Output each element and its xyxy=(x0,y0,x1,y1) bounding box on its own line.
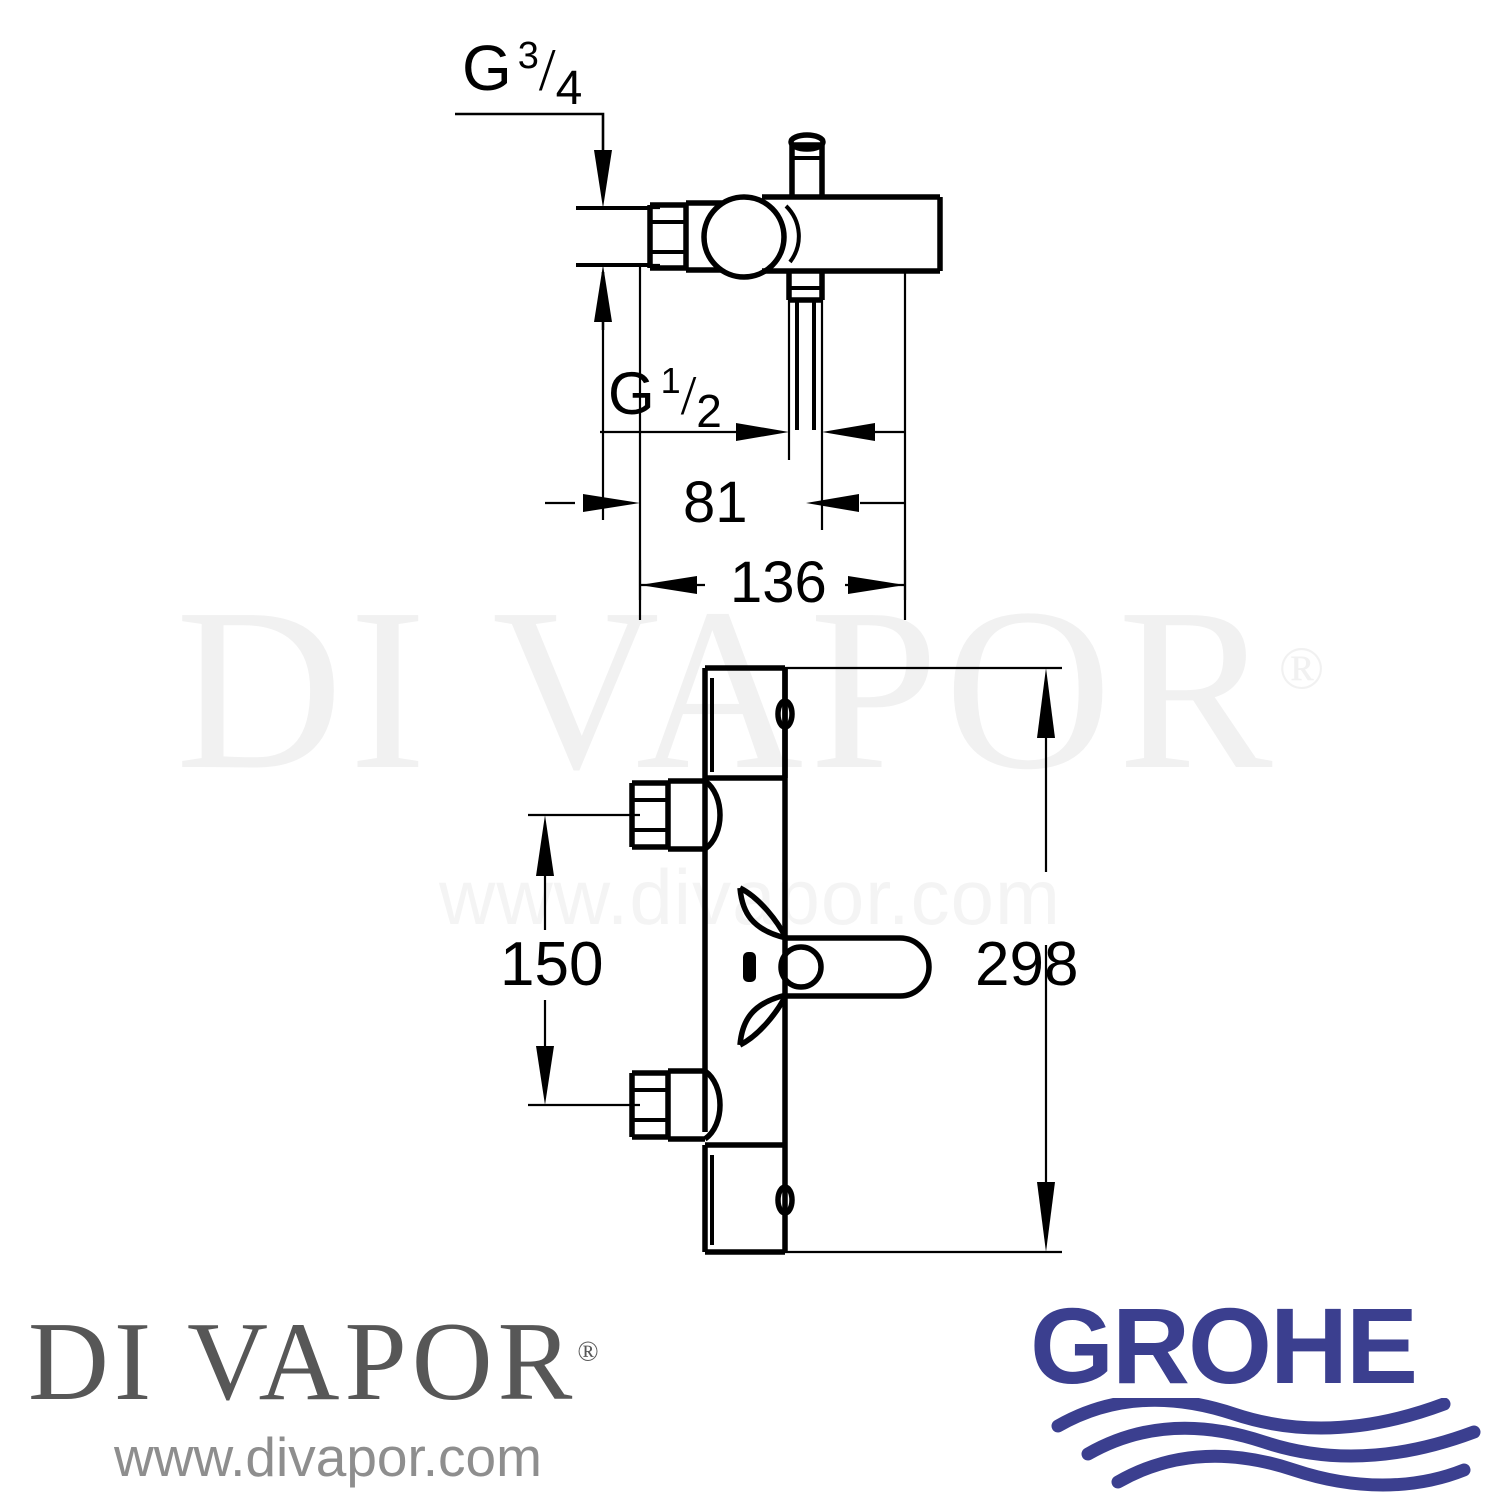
divapor-wordmark: DI VAPOR® xyxy=(28,1306,768,1418)
dim-g34-slash-icon: / xyxy=(538,37,556,103)
dim-label-150: 150 xyxy=(500,930,604,999)
dim-136-line xyxy=(638,560,907,620)
valve-body-circle xyxy=(701,194,787,280)
valve-body-arc xyxy=(784,204,801,264)
watermark-brand: DI VAPOR® xyxy=(0,574,1500,806)
diverter-knob-top xyxy=(788,132,826,196)
g34-lower-arrow xyxy=(594,265,612,330)
lower-cap-block xyxy=(702,1142,795,1255)
grohe-logo: GROHE xyxy=(1030,1292,1500,1492)
dim-label-298: 298 xyxy=(975,930,1079,999)
dim-g12-denominator: 2 xyxy=(696,385,722,437)
dim-g34-prefix: G xyxy=(462,32,512,104)
top-view-group xyxy=(455,112,943,620)
upper-cap-block xyxy=(702,665,795,778)
g34-leader xyxy=(455,112,612,208)
dim-150-line xyxy=(536,815,554,1105)
valve-collar-top xyxy=(686,200,722,273)
dim-g12-slash-icon: / xyxy=(680,365,697,427)
hex-nut-lower xyxy=(629,1068,723,1142)
dim-g34-numerator: 3 xyxy=(517,34,539,77)
front-view-group xyxy=(528,665,1062,1255)
grohe-waves-icon xyxy=(1051,1398,1481,1492)
divapor-registered-icon: ® xyxy=(577,1336,599,1368)
dim-g12-prefix: G xyxy=(608,360,655,427)
watermark-brand-text: DI VAPOR xyxy=(175,561,1279,818)
hex-nut-top-view xyxy=(647,202,689,271)
lever-handle xyxy=(737,885,932,1048)
dim-label-81: 81 xyxy=(683,470,748,535)
dim-298-line xyxy=(1037,668,1055,1252)
hex-nut-upper xyxy=(629,778,723,852)
outlet-stem-top-view xyxy=(786,271,825,430)
dim-g34-denominator: 4 xyxy=(555,61,583,115)
g12-dimension-line xyxy=(600,423,905,441)
dim-g12-numerator: 1 xyxy=(660,360,681,401)
grohe-wordmark: GROHE xyxy=(1030,1285,1418,1406)
dim-label-136: 136 xyxy=(730,550,827,615)
divapor-url-text: www.divapor.com xyxy=(114,1426,542,1488)
watermark-registered-icon: ® xyxy=(1278,635,1325,703)
divapor-logo: DI VAPOR® xyxy=(28,1306,768,1496)
dim-81-line xyxy=(545,494,905,512)
divapor-name-text: DI VAPOR xyxy=(28,1300,578,1424)
